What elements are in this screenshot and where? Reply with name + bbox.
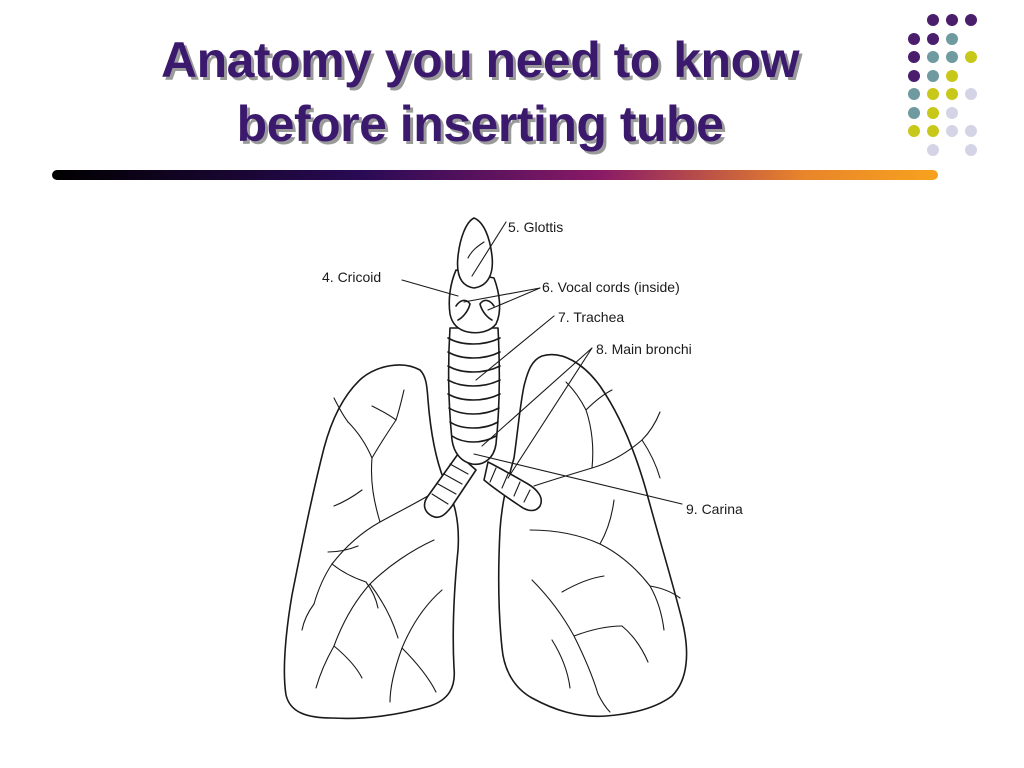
decorative-dot: [965, 51, 977, 63]
decorative-dot: [946, 125, 958, 137]
decorative-dot: [946, 14, 958, 26]
decorative-dot: [946, 51, 958, 63]
bronchi-rings: [431, 463, 531, 505]
decorative-dot: [908, 69, 920, 82]
label-main-bronchi: 8. Main bronchi: [596, 341, 692, 357]
decorative-dot: [927, 51, 939, 63]
left-bronchial-tree: [301, 389, 443, 703]
decorative-dot: [946, 32, 958, 45]
decorative-dot: [946, 69, 958, 82]
trachea: [447, 327, 501, 466]
decorative-dot: [908, 106, 920, 119]
title-divider: [52, 170, 938, 180]
decorative-dot: [965, 14, 977, 26]
decorative-dot: [946, 88, 958, 100]
decorative-dot: [908, 125, 920, 137]
decorative-dot: [927, 143, 939, 156]
right-lung: [497, 353, 688, 718]
decorative-dot: [927, 106, 939, 119]
right-bronchial-tree: [529, 381, 681, 713]
label-glottis: 5. Glottis: [508, 219, 563, 235]
decorative-dot: [927, 88, 939, 100]
title-line-2: before inserting tube: [236, 96, 724, 152]
decorative-dot: [908, 88, 920, 100]
decorative-dot: [946, 106, 958, 119]
decorative-dot: [965, 143, 977, 156]
decorative-dot: [965, 88, 977, 100]
leader-lines: [401, 221, 683, 505]
vocal-cord-left-shape: [455, 299, 471, 321]
label-trachea: 7. Trachea: [558, 309, 624, 325]
trachea-rings: [447, 337, 501, 443]
decorative-dot-grid: [908, 14, 1012, 164]
left-lung: [283, 364, 460, 720]
left-main-bronchus: [423, 453, 477, 519]
decorative-dot: [927, 14, 939, 26]
decorative-dot: [927, 125, 939, 137]
decorative-dot: [908, 51, 920, 63]
lung-anatomy-diagram: 5. Glottis 4. Cricoid 6. Vocal cords (in…: [283, 217, 743, 720]
decorative-dot: [927, 69, 939, 82]
slide-title: Anatomy you need to know before insertin…: [60, 28, 900, 156]
right-main-bronchus: [483, 461, 543, 512]
label-vocal-cords: 6. Vocal cords (inside): [542, 279, 680, 295]
decorative-dot: [908, 32, 920, 45]
label-carina: 9. Carina: [686, 501, 743, 517]
glottis-shape: [456, 217, 494, 289]
decorative-dot: [965, 125, 977, 137]
vocal-cord-right-shape: [479, 299, 495, 321]
label-cricoid: 4. Cricoid: [322, 269, 381, 285]
decorative-dot: [927, 32, 939, 45]
title-line-1: Anatomy you need to know: [160, 32, 800, 88]
